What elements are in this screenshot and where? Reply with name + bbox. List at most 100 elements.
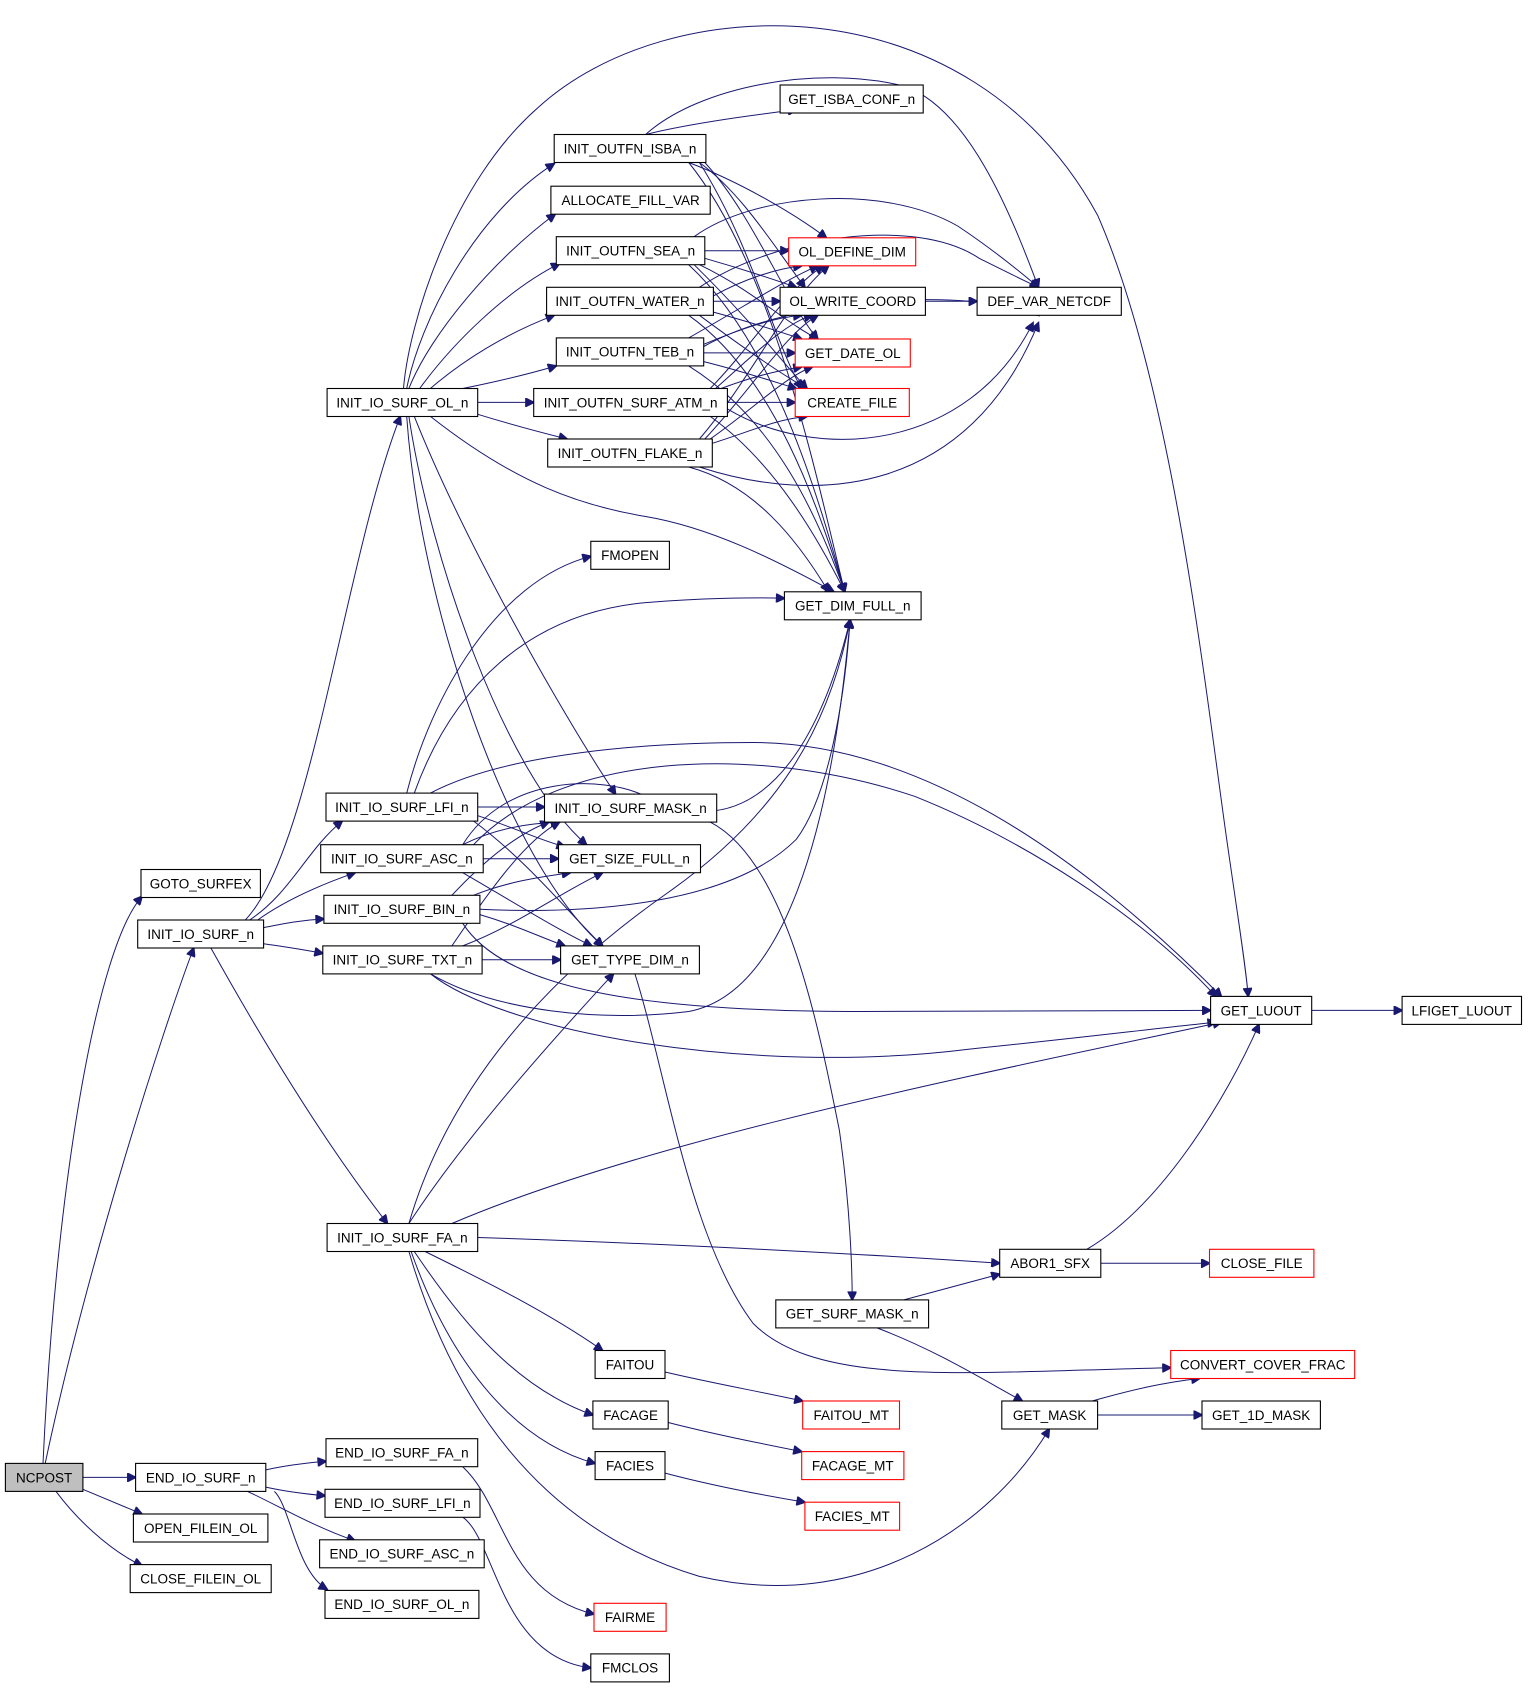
node-box[interactable]: [1401, 995, 1523, 1025]
node-ol-write-coord[interactable]: OL_WRITE_COORD: [779, 286, 926, 316]
node-init-io-surf-bin-n[interactable]: INIT_IO_SURF_BIN_n: [323, 894, 481, 924]
node-box[interactable]: [325, 1438, 479, 1468]
node-box[interactable]: [555, 337, 705, 367]
node-box[interactable]: [547, 438, 713, 468]
node-init-io-surf-fa-n[interactable]: INIT_IO_SURF_FA_n: [326, 1222, 479, 1253]
node-close-file[interactable]: CLOSE_FILE: [1208, 1248, 1315, 1278]
node-box[interactable]: [794, 338, 911, 368]
node-box[interactable]: [779, 286, 926, 316]
node-get-surf-mask-n[interactable]: GET_SURF_MASK_n: [775, 1299, 930, 1329]
node-box[interactable]: [976, 286, 1122, 316]
node-box[interactable]: [322, 945, 483, 975]
node-box[interactable]: [590, 540, 670, 570]
node-end-io-surf-lfi-n[interactable]: END_IO_SURF_LFI_n: [324, 1488, 481, 1518]
node-init-io-surf-ol-n[interactable]: INIT_IO_SURF_OL_n: [326, 387, 479, 418]
node-fmopen[interactable]: FMOPEN: [590, 540, 670, 570]
node-box[interactable]: [594, 1349, 666, 1380]
node-facage-mt[interactable]: FACAGE_MT: [801, 1451, 905, 1481]
node-def-var-netcdf[interactable]: DEF_VAR_NETCDF: [976, 286, 1122, 316]
node-init-io-surf-txt-n[interactable]: INIT_IO_SURF_TXT_n: [322, 945, 483, 975]
node-box[interactable]: [593, 1602, 667, 1632]
node-end-io-surf-fa-n[interactable]: END_IO_SURF_FA_n: [325, 1438, 479, 1468]
node-box[interactable]: [1001, 1400, 1099, 1430]
node-init-outfn-flake-n[interactable]: INIT_OUTFN_FLAKE_n: [547, 438, 713, 468]
node-init-outfn-sea-n[interactable]: INIT_OUTFN_SEA_n: [555, 236, 706, 266]
node-goto-surfex[interactable]: GOTO_SURFEX: [140, 868, 261, 899]
node-box[interactable]: [324, 1488, 481, 1518]
node-box[interactable]: [1208, 1248, 1315, 1278]
node-box[interactable]: [325, 792, 479, 822]
node-box[interactable]: [557, 844, 702, 874]
node-box[interactable]: [129, 1564, 272, 1594]
node-fmclos[interactable]: FMCLOS: [590, 1653, 670, 1683]
node-convert-cover-frac[interactable]: CONVERT_COVER_FRAC: [1170, 1349, 1356, 1380]
node-box[interactable]: [802, 1400, 901, 1430]
node-box[interactable]: [801, 1451, 905, 1481]
node-init-io-surf-mask-n[interactable]: INIT_IO_SURF_MASK_n: [543, 793, 718, 823]
node-open-filein-ol[interactable]: OPEN_FILEIN_OL: [132, 1513, 269, 1543]
node-box[interactable]: [140, 868, 261, 899]
node-box[interactable]: [319, 1539, 485, 1569]
node-end-io-surf-n[interactable]: END_IO_SURF_n: [135, 1462, 267, 1492]
node-init-outfn-surf-atm-n[interactable]: INIT_OUTFN_SURF_ATM_n: [533, 387, 728, 418]
node-end-io-surf-asc-n[interactable]: END_IO_SURF_ASC_n: [319, 1539, 485, 1569]
node-faitou-mt[interactable]: FAITOU_MT: [802, 1400, 901, 1430]
node-box[interactable]: [590, 1653, 670, 1683]
node-end-io-surf-ol-n[interactable]: END_IO_SURF_OL_n: [324, 1589, 480, 1619]
node-get-dim-full-n[interactable]: GET_DIM_FULL_n: [783, 591, 922, 621]
node-facage[interactable]: FACAGE: [592, 1400, 669, 1430]
node-box[interactable]: [999, 1248, 1102, 1278]
node-box[interactable]: [783, 591, 922, 621]
node-box[interactable]: [533, 387, 728, 418]
node-box[interactable]: [546, 286, 714, 316]
node-init-io-surf-asc-n[interactable]: INIT_IO_SURF_ASC_n: [320, 844, 484, 874]
node-init-io-surf-n[interactable]: INIT_IO_SURF_n: [137, 919, 265, 949]
node-box[interactable]: [1210, 995, 1313, 1025]
node-allocate-fill-var[interactable]: ALLOCATE_FILL_VAR: [550, 185, 711, 215]
node-box[interactable]: [553, 133, 707, 164]
node-box[interactable]: [135, 1462, 267, 1492]
node-box[interactable]: [794, 387, 910, 418]
node-box[interactable]: [326, 1222, 479, 1253]
node-fairme[interactable]: FAIRME: [593, 1602, 667, 1632]
node-box[interactable]: [1201, 1400, 1321, 1430]
node-get-isba-conf-n[interactable]: GET_ISBA_CONF_n: [779, 84, 924, 114]
node-get-size-full-n[interactable]: GET_SIZE_FULL_n: [557, 844, 702, 874]
node-box[interactable]: [560, 945, 700, 975]
node-create-file[interactable]: CREATE_FILE: [794, 387, 910, 418]
node-ol-define-dim[interactable]: OL_DEFINE_DIM: [788, 237, 917, 267]
node-get-1d-mask[interactable]: GET_1D_MASK: [1201, 1400, 1321, 1430]
node-init-outfn-teb-n[interactable]: INIT_OUTFN_TEB_n: [555, 337, 705, 367]
node-box[interactable]: [775, 1299, 930, 1329]
node-init-outfn-water-n[interactable]: INIT_OUTFN_WATER_n: [546, 286, 714, 316]
node-get-luout[interactable]: GET_LUOUT: [1210, 995, 1313, 1025]
node-box[interactable]: [132, 1513, 269, 1543]
node-box[interactable]: [320, 844, 484, 874]
node-box[interactable]: [323, 894, 481, 924]
node-init-io-surf-lfi-n[interactable]: INIT_IO_SURF_LFI_n: [325, 792, 479, 822]
node-box[interactable]: [555, 236, 706, 266]
node-facies[interactable]: FACIES: [594, 1451, 666, 1481]
node-abor1-sfx[interactable]: ABOR1_SFX: [999, 1248, 1102, 1278]
node-ncpost[interactable]: NCPOST: [4, 1462, 84, 1492]
node-lfiget-luout[interactable]: LFIGET_LUOUT: [1401, 995, 1523, 1025]
node-box[interactable]: [550, 185, 711, 215]
node-get-date-ol[interactable]: GET_DATE_OL: [794, 338, 911, 368]
node-close-filein-ol[interactable]: CLOSE_FILEIN_OL: [129, 1564, 272, 1594]
node-box[interactable]: [324, 1589, 480, 1619]
node-box[interactable]: [788, 237, 917, 267]
node-box[interactable]: [543, 793, 718, 823]
node-box[interactable]: [1170, 1349, 1356, 1380]
node-get-type-dim-n[interactable]: GET_TYPE_DIM_n: [560, 945, 700, 975]
node-get-mask[interactable]: GET_MASK: [1001, 1400, 1099, 1430]
node-init-outfn-isba-n[interactable]: INIT_OUTFN_ISBA_n: [553, 133, 707, 164]
node-box[interactable]: [4, 1462, 84, 1492]
node-box[interactable]: [137, 919, 265, 949]
node-box[interactable]: [804, 1501, 901, 1531]
node-box[interactable]: [779, 84, 924, 114]
node-facies-mt[interactable]: FACIES_MT: [804, 1501, 901, 1531]
node-box[interactable]: [592, 1400, 669, 1430]
node-box[interactable]: [326, 387, 479, 418]
node-box[interactable]: [594, 1451, 666, 1481]
node-faitou[interactable]: FAITOU: [594, 1349, 666, 1380]
